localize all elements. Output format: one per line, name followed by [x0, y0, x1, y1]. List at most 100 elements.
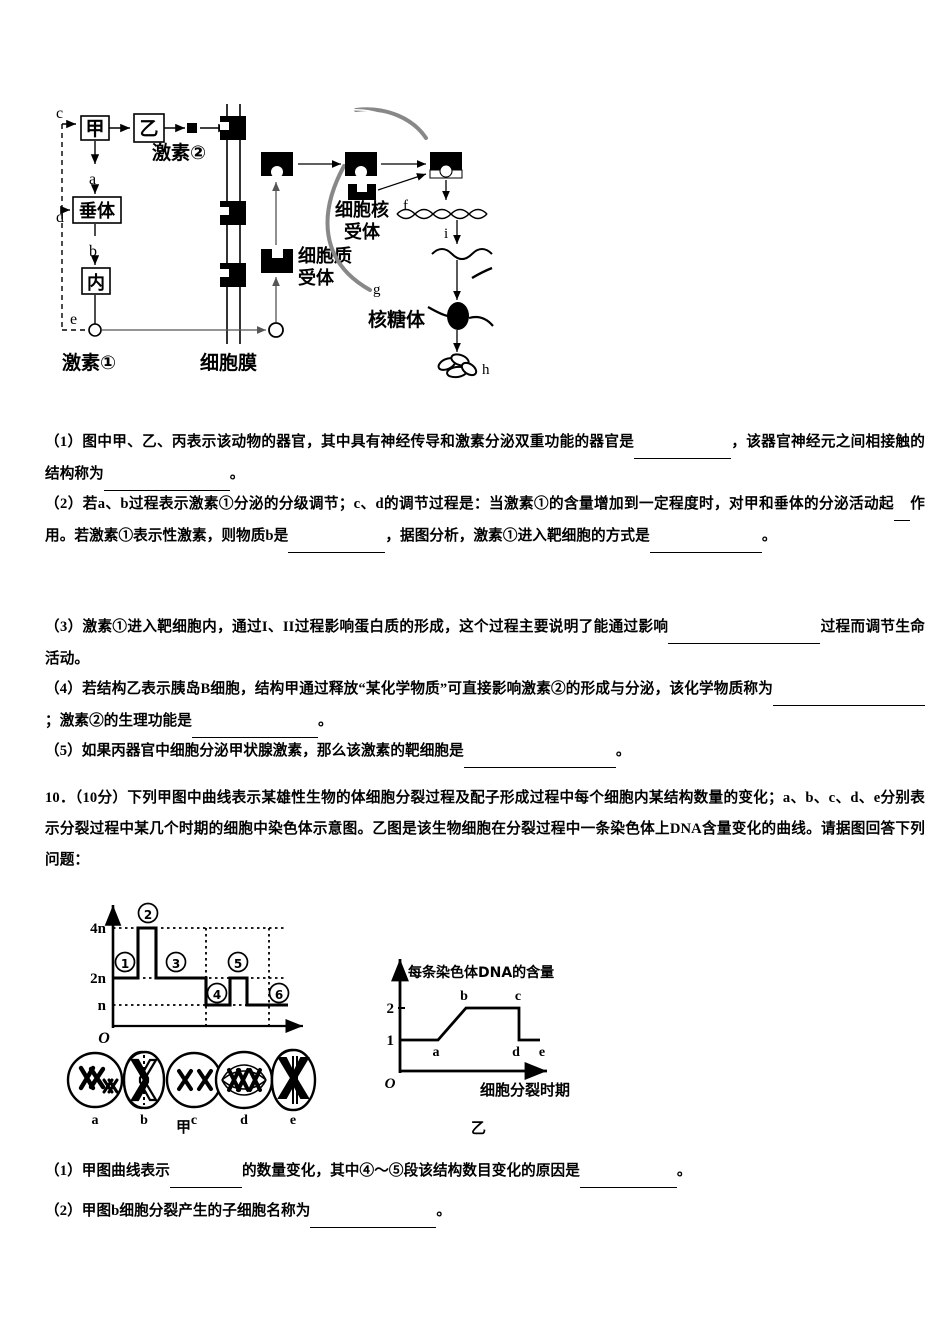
hormone-receptor-complex-3: [429, 152, 463, 179]
box-yi-label: 乙: [139, 118, 158, 140]
jia-stage-2: 2: [144, 908, 152, 922]
yi-chart-svg: O 2 1 每条染色体DNA的含量 细胞分裂时期 a b c d e: [385, 959, 570, 1099]
hormone1-label: 激素①: [62, 351, 116, 374]
cytoplasm-receptor-complex: [261, 249, 293, 273]
cytoplasm-receptor-label-line1: 细胞质: [298, 245, 352, 267]
hormone-receptor-complex-1: [261, 152, 293, 178]
jia-origin-label: O: [98, 1030, 110, 1047]
letter-i: i: [444, 226, 448, 242]
question-9-4: （4）若结构乙表示胰岛B细胞，结构甲通过释放“某化学物质”可直接影响激素②的形成…: [45, 674, 925, 738]
question-9-3: （3）激素①进入靶细胞内，通过I、II过程影响蛋白质的形成，这个过程主要说明了能…: [45, 612, 925, 675]
jia-stage-6: 6: [275, 988, 283, 1002]
letter-a: a: [89, 171, 96, 188]
letter-g: g: [373, 282, 381, 298]
question-10-score: （10分）: [74, 790, 128, 806]
jia-stage-labels: 1 2 3 4 5 6: [114, 902, 290, 1004]
nuclear-receptor-label-line1: 细胞核: [335, 199, 389, 221]
letter-e: e: [70, 311, 77, 328]
question-text-run: （1）甲图曲线表示: [45, 1163, 170, 1179]
hormone-receptor-complex-2: [345, 152, 377, 178]
cell-diagram-d: d: [214, 1050, 274, 1128]
membrane-label: 细胞膜: [200, 351, 257, 374]
question-10-number: 10．: [45, 790, 75, 806]
answer-blank[interactable]: [893, 489, 910, 521]
jia-stage-5: 5: [234, 957, 242, 971]
question-text-run: （2）若a、b过程表示激素①分泌的分级调节；c、d的调节过程是：当激素①的含量增…: [45, 496, 894, 512]
question-text-run: 。: [761, 528, 777, 544]
yi-ytick-1: 1: [387, 1033, 395, 1049]
yi-ytick-2: 2: [387, 1001, 395, 1017]
yi-point-e: e: [539, 1045, 545, 1060]
question-text-run: 。: [229, 466, 245, 482]
letter-c: c: [56, 105, 63, 122]
hormone1-inside-cell: [268, 322, 284, 338]
hormone1-molecule: [88, 323, 102, 337]
question-10-stem-text: 下列甲图中曲线表示某雄性生物的体细胞分裂过程及配子形成过程中每个细胞内某结构数量…: [45, 790, 925, 868]
question-10-2: （2）甲图b细胞分裂产生的子细胞名称为 。: [45, 1196, 925, 1228]
cell-diagram-a: a: [66, 1051, 124, 1128]
hormone2-label: 激素②: [152, 141, 206, 164]
question-9-5: （5）如果丙器官中细胞分泌甲状腺激素，那么该激素的靶细胞是 。: [45, 736, 925, 768]
jia-caption: 甲: [176, 1118, 192, 1136]
letter-d: d: [56, 209, 64, 226]
answer-blank[interactable]: [634, 427, 732, 459]
cell-diagram-b: b: [122, 1050, 166, 1128]
yi-figure: O 2 1 每条染色体DNA的含量 细胞分裂时期 a b c d e: [372, 955, 632, 1105]
yi-caption: 乙: [471, 1119, 487, 1137]
letter-h: h: [482, 362, 490, 378]
question-text-run: 。: [436, 1203, 452, 1219]
nuclear-envelope-top: [354, 107, 428, 140]
question-9-2: （2）若a、b过程表示激素①分泌的分级调节；c、d的调节过程是：当激素①的含量增…: [45, 489, 925, 553]
ribosome-label: 核糖体: [368, 308, 426, 331]
answer-blank[interactable]: [310, 1196, 437, 1228]
answer-blank[interactable]: [288, 521, 386, 553]
answer-blank[interactable]: [579, 1156, 677, 1188]
question-text-run: （1）图中甲、乙、丙表示该动物的器官，其中具有神经传导和激素分泌双重功能的器官是: [45, 434, 635, 450]
question-text-run: ，该器官神经元之间相接触的结构称为: [45, 434, 925, 482]
question-10-stem: 10．（10分）下列甲图中曲线表示某雄性生物的体细胞分裂过程及配子形成过程中每个…: [45, 783, 925, 876]
answer-blank[interactable]: [103, 459, 230, 491]
yi-point-d: d: [512, 1045, 520, 1060]
jia-stage-1: 1: [121, 957, 129, 971]
question-text-run: 。: [615, 743, 631, 759]
nuclear-envelope-left: [325, 164, 372, 292]
mrna-fragment: [471, 266, 493, 280]
jia-ytick-n: n: [98, 998, 107, 1014]
answer-blank[interactable]: [191, 706, 318, 738]
ribosome-shape: [447, 302, 469, 330]
jia-step-curve: [113, 926, 288, 1007]
box-jia-label: 甲: [85, 118, 104, 140]
answer-blank[interactable]: [773, 674, 925, 706]
answer-blank[interactable]: [169, 1156, 242, 1188]
cell-label-b: b: [140, 1113, 148, 1128]
yi-origin-label: O: [385, 1076, 396, 1092]
box-pituitary-label: 垂体: [79, 200, 116, 222]
question-text-run: （3）激素①进入靶细胞内，通过I、II过程影响蛋白质的形成，这个过程主要说明了能…: [45, 619, 669, 635]
yi-point-b: b: [460, 989, 468, 1004]
protein-product: [437, 353, 478, 379]
question-text-run: 。: [676, 1163, 692, 1179]
question-text-run: ，据图分析，激素①进入靶细胞的方式是: [385, 528, 650, 544]
answer-blank[interactable]: [649, 521, 762, 553]
answer-blank[interactable]: [668, 612, 821, 644]
question-text-run: 过程而调节生命活动。: [45, 619, 925, 667]
question-text-run: 作用。若激素①表示性激素，则物质b是: [45, 496, 925, 544]
membrane-receptor-1: [220, 116, 246, 140]
jia-chart-svg: O 4n 2n n 1 2 3: [66, 902, 317, 1128]
question-text-run: （4）若结构乙表示胰岛B细胞，结构甲通过释放“某化学物质”可直接影响激素②的形成…: [45, 681, 773, 697]
jia-figure: O 4n 2n n 1 2 3: [60, 900, 360, 1140]
cell-label-e: e: [290, 1113, 296, 1128]
jia-ytick-4n: 4n: [90, 921, 107, 937]
hormone-diagram-svg: 甲 乙 垂体 内 a b c d: [56, 104, 494, 379]
answer-blank[interactable]: [463, 736, 616, 768]
yi-xlabel: 细胞分裂时期: [480, 1081, 570, 1099]
yi-point-c: c: [515, 989, 521, 1004]
hormone2-molecule: [187, 123, 197, 133]
nuclear-receptor-label-line2: 受体: [344, 221, 381, 243]
membrane-receptor-3: [220, 263, 246, 287]
yi-axis-title: 每条染色体DNA的含量: [408, 964, 554, 981]
cytoplasm-receptor-label-line2: 受体: [298, 267, 335, 289]
dna-strand: [396, 208, 488, 220]
yi-curve: [400, 1006, 540, 1042]
